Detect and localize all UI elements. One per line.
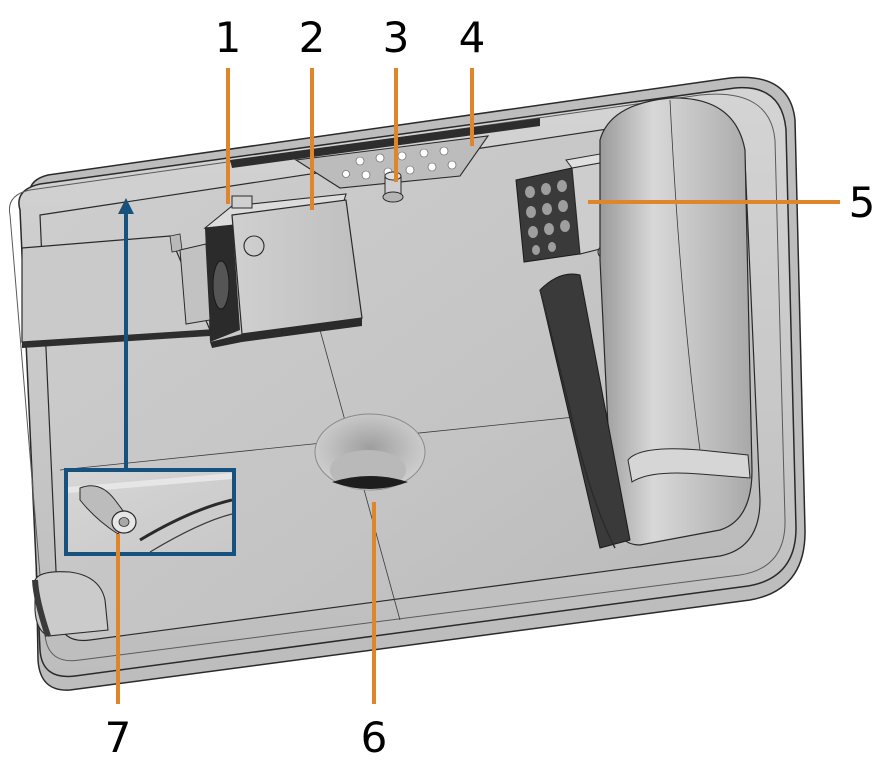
- callout-2: 2: [299, 13, 326, 62]
- callout-4: 4: [459, 13, 486, 62]
- callout-numbers: 1 2 3 4 5 6 7: [105, 13, 876, 762]
- callout-3: 3: [383, 13, 410, 62]
- corner-foot: [32, 571, 109, 637]
- callout-1: 1: [215, 13, 242, 62]
- left-ledge: [21, 233, 211, 348]
- drain-hole: [314, 413, 426, 491]
- screw: [382, 171, 404, 203]
- back-plate: [230, 118, 540, 189]
- callout-5: 5: [849, 178, 876, 227]
- right-wall: [539, 97, 753, 549]
- callout-7: 7: [105, 713, 132, 762]
- detail-inlay: [64, 468, 236, 556]
- vent-holes: [525, 180, 570, 255]
- callout-6: 6: [361, 713, 388, 762]
- leader-lines: [116, 68, 840, 704]
- left-housing: [179, 193, 363, 348]
